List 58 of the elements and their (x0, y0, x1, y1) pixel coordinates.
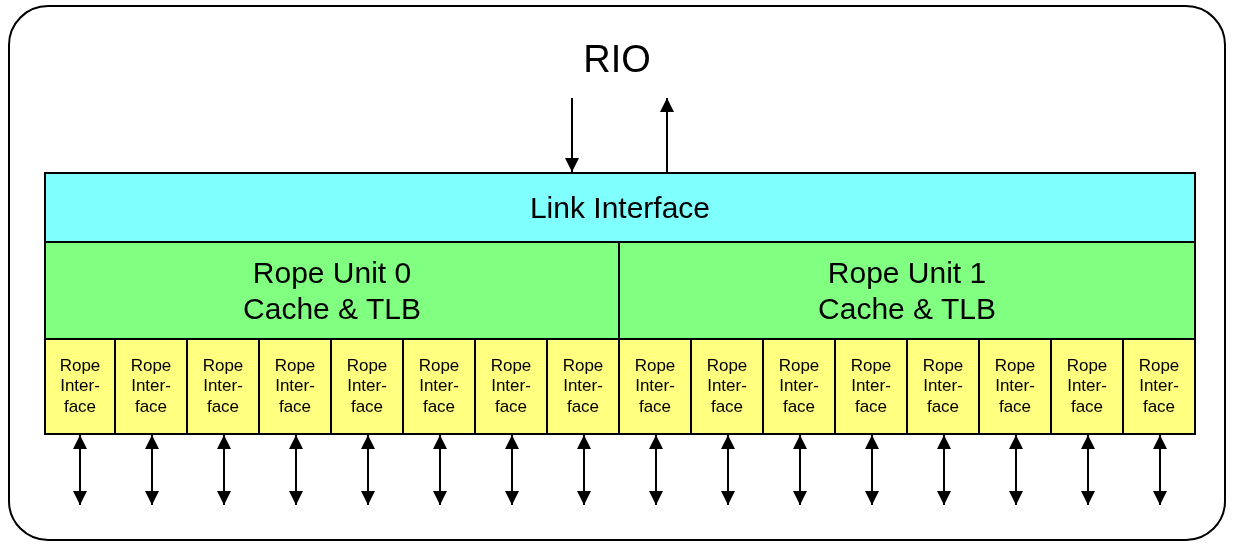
block-label: Rope Inter- face (417, 355, 461, 418)
double-arrow (289, 434, 303, 506)
double-arrow (577, 434, 591, 506)
double-arrow (721, 434, 735, 506)
block-label: Rope Inter- face (921, 355, 965, 418)
block-label: Rope Inter- face (777, 355, 821, 418)
system-frame (8, 5, 1226, 541)
double-arrow (793, 434, 807, 506)
block-label: Rope Inter- face (58, 355, 102, 418)
double-arrow (649, 434, 663, 506)
rope-interface-block (908, 340, 980, 435)
rope-interface-block (980, 340, 1052, 435)
arrow (660, 97, 674, 173)
double-arrow (865, 434, 879, 506)
block-label: Rope Inter- face (489, 355, 533, 418)
rope-unit-block (44, 243, 620, 340)
double-arrow (361, 434, 375, 506)
double-arrow (505, 434, 519, 506)
double-arrow (433, 434, 447, 506)
rope-unit-block (620, 243, 1196, 340)
rope-interface-block (188, 340, 260, 435)
block-label: Rope Inter- face (705, 355, 749, 418)
rope-interface-block (116, 340, 188, 435)
arrow (565, 97, 579, 173)
block-label: Link Interface (529, 189, 711, 226)
rope-interface-block (1052, 340, 1124, 435)
rope-interface-block (404, 340, 476, 435)
block-label: Rope Inter- face (1137, 355, 1181, 418)
block-label: Rope Inter- face (561, 355, 605, 418)
block-label: Rope Inter- face (273, 355, 317, 418)
block-label: Rope Inter- face (201, 355, 245, 418)
rope-interface-block (1124, 340, 1196, 435)
rope-interface-block (620, 340, 692, 435)
double-arrow (217, 434, 231, 506)
double-arrow (1153, 434, 1167, 506)
rope-interface-block (836, 340, 908, 435)
double-arrow (1009, 434, 1023, 506)
block-label: Rope Inter- face (1065, 355, 1109, 418)
frame-title: RIO (583, 37, 651, 82)
double-arrow (937, 434, 951, 506)
rope-interface-block (692, 340, 764, 435)
block-label: Rope Inter- face (345, 355, 389, 418)
rope-interface-block (548, 340, 620, 435)
link-interface-block (44, 172, 1196, 243)
block-label: Rope Inter- face (633, 355, 677, 418)
rope-interface-block (476, 340, 548, 435)
block-label: Rope Inter- face (993, 355, 1037, 418)
block-label: Rope Unit 0 Cache & TLB (242, 254, 422, 327)
block-label: Rope Inter- face (129, 355, 173, 418)
double-arrow (73, 434, 87, 506)
block-label: Rope Unit 1 Cache & TLB (817, 254, 997, 327)
rope-interface-block (260, 340, 332, 435)
rope-interface-block (764, 340, 836, 435)
rope-interface-block (44, 340, 116, 435)
block-label: Rope Inter- face (849, 355, 893, 418)
double-arrow (1081, 434, 1095, 506)
double-arrow (145, 434, 159, 506)
rope-interface-block (332, 340, 404, 435)
